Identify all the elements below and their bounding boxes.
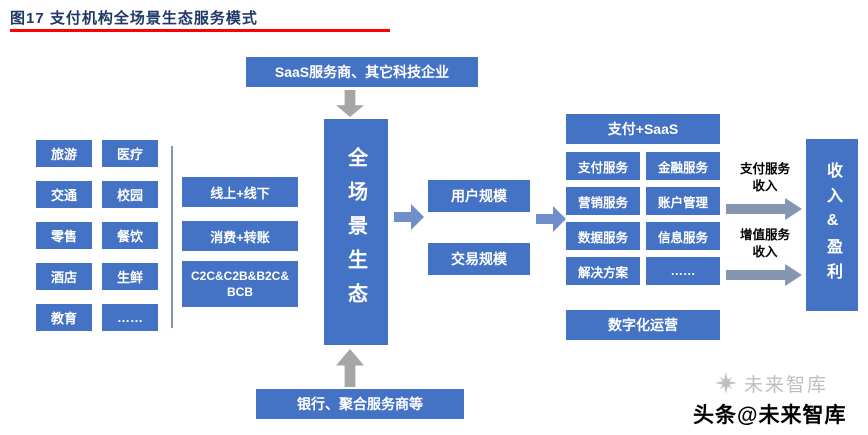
title-underline (10, 29, 390, 32)
arrow-down-icon (336, 90, 364, 117)
service-box: 账户管理 (646, 187, 720, 215)
scenario-box: 生鲜 (102, 263, 158, 290)
compass-logo-icon (715, 372, 737, 394)
services-header-box: 支付+SaaS (566, 114, 720, 144)
core-ecosystem-box: 全场景生态 (324, 119, 388, 345)
transaction-scale-box: 交易规模 (428, 243, 530, 275)
service-box: 支付服务 (566, 152, 640, 180)
user-scale-box: 用户规模 (428, 180, 530, 212)
outcome-box: 收入&盈利 (806, 139, 858, 311)
scenario-box: 餐饮 (102, 222, 158, 249)
payment-income-label: 支付服务 收入 (739, 162, 790, 193)
arrow-right-icon (536, 206, 566, 232)
scenario-box: 医疗 (102, 140, 158, 167)
watermark-brand: 未来智库 (744, 375, 829, 396)
scenario-box: 交通 (36, 181, 92, 208)
arrow-right-icon (394, 204, 424, 230)
service-box: 金融服务 (646, 152, 720, 180)
service-box: …… (646, 257, 720, 285)
channel-box: C2C&C2B&B2C&BCB (182, 261, 298, 307)
scenario-box: 旅游 (36, 140, 92, 167)
arrow-right-icon (726, 198, 802, 220)
channel-box: 消费+转账 (182, 221, 298, 251)
saas-source-box: SaaS服务商、其它科技企业 (246, 57, 478, 87)
services-footer-box: 数字化运营 (566, 310, 720, 340)
arrow-up-icon (336, 349, 364, 387)
scenario-box: 酒店 (36, 263, 92, 290)
service-box: 信息服务 (646, 222, 720, 250)
value-added-income-label: 增值服务 收入 (739, 228, 790, 259)
watermark-byline: 头条@未来智库 (693, 404, 847, 427)
scenario-box: 校园 (102, 181, 158, 208)
scenario-box: 教育 (36, 304, 92, 331)
scenario-box: 零售 (36, 222, 92, 249)
channel-box: 线上+线下 (182, 177, 298, 207)
arrow-right-icon (726, 264, 802, 286)
figure-title: 图17 支付机构全场景生态服务模式 (10, 10, 258, 27)
scenario-divider-line (171, 146, 173, 328)
bank-source-box: 银行、聚合服务商等 (256, 389, 464, 419)
service-box: 数据服务 (566, 222, 640, 250)
scenario-box: …… (102, 304, 158, 331)
service-box: 解决方案 (566, 257, 640, 285)
service-box: 营销服务 (566, 187, 640, 215)
